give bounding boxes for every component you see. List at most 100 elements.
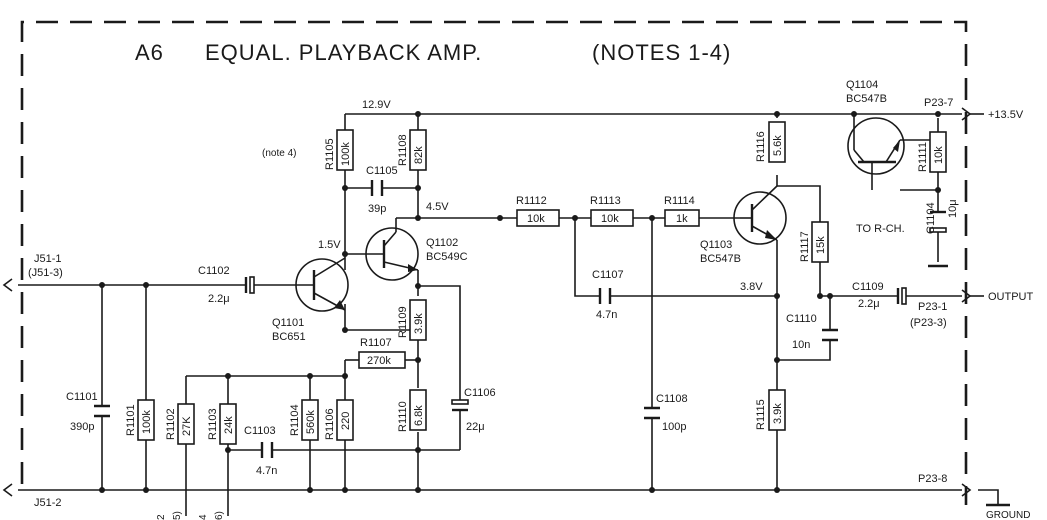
c1106-value: 22μ <box>466 421 485 433</box>
edge-mark-2: 2 <box>156 514 167 520</box>
resistor-r1117 <box>811 221 829 263</box>
resistor-r1111 <box>929 131 947 173</box>
resistor-r1116 <box>768 121 786 163</box>
edge-mark-5: 5) <box>172 511 183 520</box>
resistor-r1103 <box>219 403 237 445</box>
r1115-ref: R1115 <box>755 399 767 430</box>
connector-j51-1 <box>2 278 13 292</box>
c1103-value: 4.7n <box>256 465 277 477</box>
transistor-q1103 <box>733 185 787 245</box>
r1112-value: 10k <box>527 213 545 225</box>
resistor-r1113 <box>590 209 634 227</box>
c1107-value: 4.7n <box>596 309 617 321</box>
r1104-ref: R1104 <box>289 404 301 436</box>
r1116-value: 5.6k <box>772 135 784 156</box>
ground-label: GROUND <box>986 510 1030 520</box>
j51-1-label: J51-1 <box>34 253 62 265</box>
resistor-r1104 <box>301 399 319 441</box>
resistor-r1101 <box>137 399 155 441</box>
c1110-value: 10n <box>792 339 810 351</box>
c1102-ref: C1102 <box>198 265 230 277</box>
resistor-r1106 <box>336 399 354 441</box>
c1110-ref: C1110 <box>786 313 817 325</box>
c1101-value: 390p <box>70 421 94 433</box>
connector-j51-2 <box>2 483 13 497</box>
q1104-ref: Q1104 <box>846 79 878 91</box>
j51-2-label: J51-2 <box>34 497 62 509</box>
r1105-ref: R1105 <box>324 138 336 170</box>
edge-mark-4: 4 <box>198 514 209 520</box>
c1109-value: 2.2μ <box>858 298 880 310</box>
p23-7-label: P23-7 <box>924 97 953 109</box>
r1117-value: 15k <box>815 236 827 254</box>
r1117-ref: R1117 <box>799 231 811 262</box>
connector-p23-7 <box>961 107 984 121</box>
capacitor-c1107 <box>598 288 612 304</box>
r1105-value: 100k <box>340 142 352 166</box>
r1103-ref: R1103 <box>207 408 219 440</box>
capacitor-c1102 <box>244 276 255 294</box>
capacitor-c1101 <box>94 404 110 418</box>
resistor-r1114 <box>664 209 700 227</box>
voltage-3-8v: 3.8V <box>740 281 763 293</box>
r1101-ref: R1101 <box>125 404 137 436</box>
c1104-value: 10μ <box>947 199 959 218</box>
c1108-value: 100p <box>662 421 686 433</box>
edge-mark-6: 6) <box>214 511 225 520</box>
block-notes: (NOTES 1-4) <box>592 40 731 65</box>
r1109-value: 3.9k <box>413 313 425 334</box>
r1102-value: 27K <box>181 416 193 436</box>
capacitor-c1103 <box>260 442 274 458</box>
r1116-ref: R1116 <box>755 131 767 162</box>
c1106-ref: C1106 <box>464 387 496 399</box>
c1108-ref: C1108 <box>656 393 688 405</box>
r1110-value: 6.8k <box>413 405 425 426</box>
r1104-value: 560k <box>305 410 317 434</box>
r1113-value: 10k <box>601 213 619 225</box>
resistor-r1107 <box>358 351 406 369</box>
resistor-r1105 <box>336 129 354 171</box>
module-frame <box>20 20 968 505</box>
note-4: (note 4) <box>262 148 296 159</box>
r1111-value: 10k <box>933 146 945 164</box>
transistor-q1101 <box>295 257 349 312</box>
resistor-r1108 <box>409 129 427 171</box>
capacitor-c1104 <box>929 210 947 233</box>
connector-p23-1 <box>961 289 984 303</box>
r1112-ref: R1112 <box>516 195 547 207</box>
q1103-ref: Q1103 <box>700 239 732 251</box>
r1107-value: 270k <box>367 355 391 367</box>
c1102-value: 2.2μ <box>208 293 230 305</box>
junctions <box>99 111 941 493</box>
capacitor-c1108 <box>644 406 660 420</box>
r1113-ref: R1113 <box>590 195 621 207</box>
r1103-value: 24k <box>223 416 235 434</box>
r1102-ref: R1102 <box>165 408 177 440</box>
q1101-type: BC651 <box>272 331 306 343</box>
c1104-ref: C1104 <box>925 202 937 234</box>
resistor-r1110 <box>409 389 427 431</box>
r1114-ref: R1114 <box>664 195 695 207</box>
c1103-ref: C1103 <box>244 425 276 437</box>
resistor-r1102 <box>177 403 195 445</box>
p23-8-label: P23-8 <box>918 473 947 485</box>
p23-3-label: (P23-3) <box>910 317 947 329</box>
r1107-ref: R1107 <box>360 337 392 349</box>
r1114-value: 1k <box>676 213 688 225</box>
voltage-1-5v: 1.5V <box>318 239 341 251</box>
q1102-ref: Q1102 <box>426 237 458 249</box>
block-id: A6 <box>135 40 164 65</box>
p23-1-label: P23-1 <box>918 301 947 313</box>
q1101-ref: Q1101 <box>272 317 304 329</box>
r1108-value: 82k <box>413 146 425 164</box>
j51-3-label: (J51-3) <box>28 267 63 279</box>
c1107-ref: C1107 <box>592 269 624 281</box>
r1110-ref: R1110 <box>397 401 409 432</box>
voltage-12-9v: 12.9V <box>362 99 391 111</box>
capacitor-c1106 <box>451 399 469 412</box>
r1108-ref: R1108 <box>397 134 409 166</box>
capacitor-c1110 <box>822 328 838 342</box>
r1106-ref: R1106 <box>324 408 336 440</box>
c1105-value: 39p <box>368 203 386 215</box>
